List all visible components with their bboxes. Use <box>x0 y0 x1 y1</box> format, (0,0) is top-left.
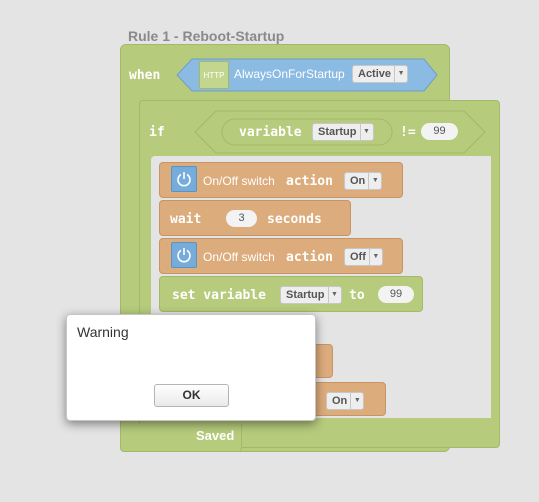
device-label: On/Off switch <box>203 250 275 264</box>
set-variable-dropdown[interactable]: Startup ▼ <box>280 286 342 304</box>
set-variable-name: Startup <box>286 289 325 301</box>
wait-unit-label: seconds <box>267 212 322 227</box>
power-icon <box>171 242 197 268</box>
chevron-down-icon: ▼ <box>394 66 407 82</box>
chevron-down-icon: ▼ <box>327 287 341 303</box>
to-label: to <box>349 288 365 303</box>
wait-value-input[interactable]: 3 <box>226 210 257 227</box>
if-label: if <box>149 125 165 140</box>
when-label: when <box>129 68 161 83</box>
wait-label: wait <box>170 212 202 227</box>
operator-label: != <box>400 125 416 140</box>
variable-dropdown-value: Startup <box>318 126 357 138</box>
set-value-input[interactable]: 99 <box>378 286 414 303</box>
rule-footer <box>120 424 242 452</box>
chevron-down-icon: ▼ <box>350 393 363 409</box>
condition-value-input[interactable]: 99 <box>421 123 458 140</box>
action-value-dropdown[interactable]: Off ▼ <box>344 248 383 266</box>
variable-dropdown[interactable]: Startup ▼ <box>312 123 374 141</box>
action-value-dropdown[interactable]: On ▼ <box>344 172 383 190</box>
action-label: action <box>286 174 333 189</box>
ok-button[interactable]: OK <box>154 384 229 407</box>
rule-title: Rule 1 - Reboot-Startup <box>128 28 285 44</box>
chevron-down-icon: ▼ <box>359 124 373 140</box>
device-label: On/Off switch <box>203 174 275 188</box>
action-value: On <box>350 175 366 187</box>
set-variable-label: set variable <box>172 288 266 303</box>
chevron-down-icon: ▼ <box>368 249 382 265</box>
action-value-dropdown[interactable]: On ▼ <box>326 392 365 410</box>
power-icon <box>171 166 197 192</box>
trigger-state-value: Active <box>358 68 392 80</box>
http-icon: HTTP <box>199 61 229 89</box>
variable-label: variable <box>239 125 302 140</box>
chevron-down-icon: ▼ <box>368 173 381 189</box>
warning-dialog: Warning OK <box>66 314 316 421</box>
dialog-title: Warning <box>77 324 129 340</box>
action-value: On <box>332 395 348 407</box>
action-label: action <box>286 250 333 265</box>
saved-status: Saved <box>196 428 235 443</box>
trigger-state-dropdown[interactable]: Active ▼ <box>352 65 409 83</box>
trigger-name: AlwaysOnForStartup <box>234 67 345 81</box>
action-value: Off <box>350 251 366 263</box>
